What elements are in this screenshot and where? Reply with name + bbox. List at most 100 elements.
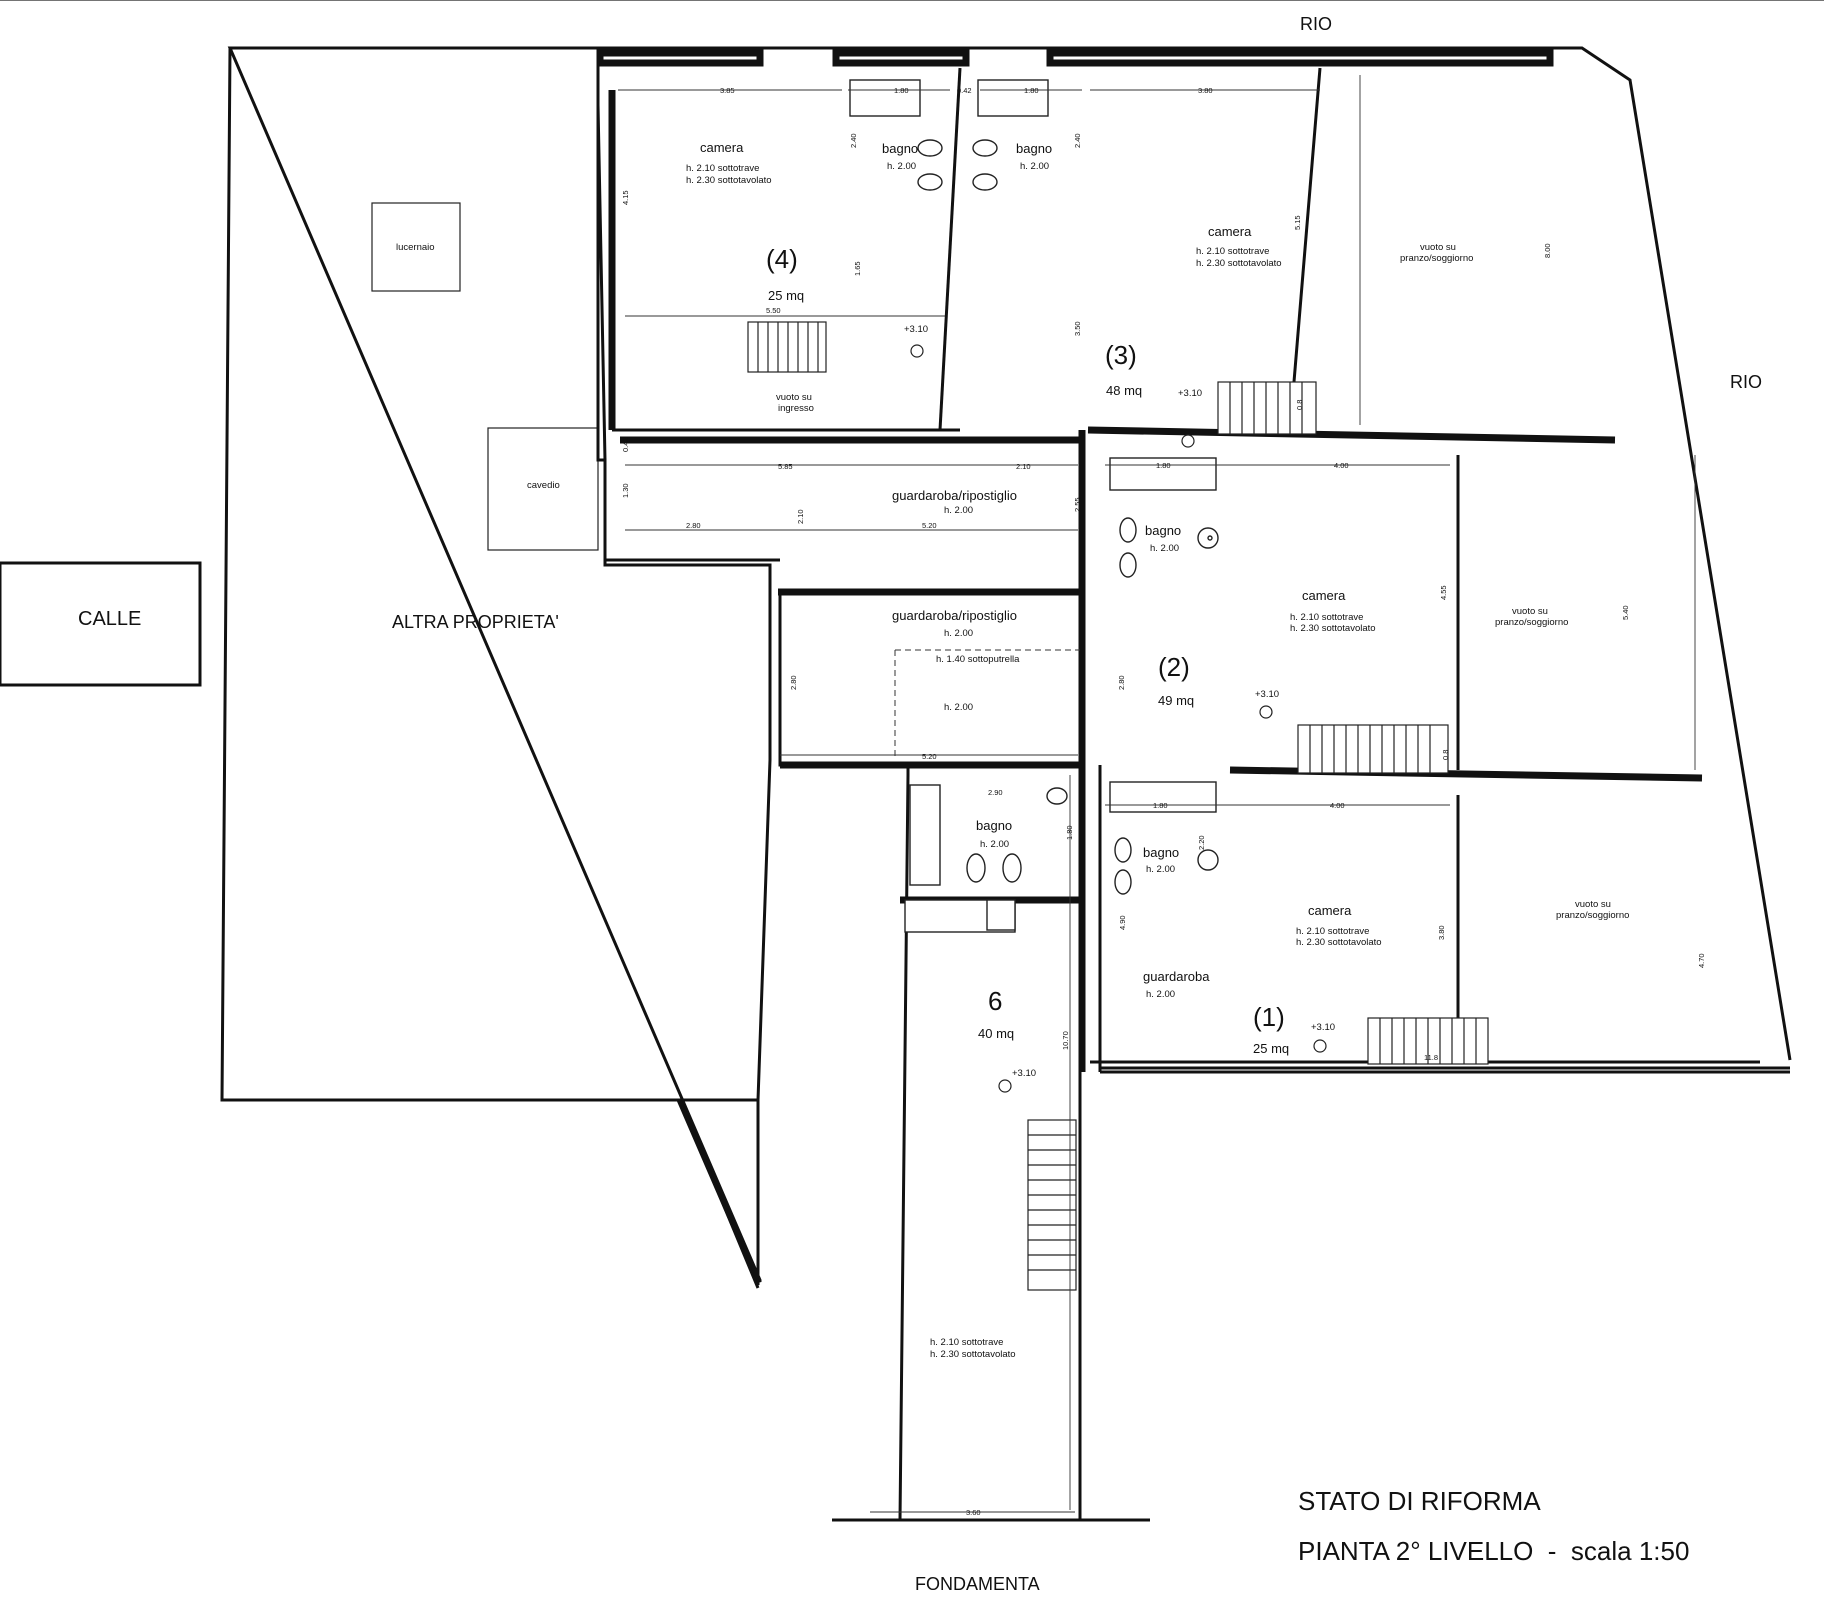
dim-520-b: 5.20 (922, 752, 937, 761)
unit4-ingresso: ingresso (778, 403, 814, 414)
unit4-sottotavolato: h. 2.30 sottotavolato (686, 175, 772, 186)
dim-280-a: 2.80 (686, 521, 701, 530)
unit3-vuoto: vuoto su (1420, 242, 1456, 253)
unit1-pranzo: pranzo/soggiorno (1556, 910, 1629, 921)
unit4-elev: +3.10 (904, 324, 928, 335)
unit1-area: 25 mq (1253, 1041, 1289, 1056)
unit2-bagno-h: h. 2.00 (1150, 543, 1179, 554)
dim-118: 11.8 (1424, 1053, 1438, 1062)
dim-350: 3.50 (1073, 321, 1082, 336)
dim-280-b: 2.80 (789, 675, 798, 690)
unit1-bagno-h: h. 2.00 (1146, 864, 1175, 875)
unit3-number: (3) (1105, 340, 1137, 370)
dim-180-b: 1.80 (1024, 86, 1039, 95)
unit6-bagno-h: h. 2.00 (980, 839, 1009, 850)
unit3-camera: camera (1208, 224, 1252, 239)
unit3-elev: +3.10 (1178, 388, 1202, 399)
dim-360: 3.60 (966, 1508, 981, 1517)
unit1-guardaroba: guardaroba (1143, 969, 1210, 984)
unit4-bagno: bagno (882, 141, 918, 156)
dim-385: 3.85 (720, 86, 735, 95)
dim-180-d: 1.80 (1153, 801, 1168, 810)
unit4-number: (4) (766, 244, 798, 274)
unit-markers (910, 344, 1327, 1093)
unit2-elev: +3.10 (1255, 689, 1279, 700)
unit3-pranzo: pranzo/soggiorno (1400, 253, 1473, 264)
unit3-sottotavolato: h. 2.30 sottotavolato (1196, 258, 1282, 269)
dim-180-e: 1.80 (1065, 825, 1074, 840)
dim-290: 2.90 (988, 788, 1003, 797)
dim-210-a: 2.10 (1016, 462, 1031, 471)
dim-1070: 10.70 (1061, 1031, 1070, 1050)
unit6-number: 6 (988, 986, 1002, 1016)
dim-180-a: 1.80 (894, 86, 909, 95)
altra-proprieta-label: ALTRA PROPRIETA' (392, 612, 559, 632)
unit3-area: 48 mq (1106, 383, 1142, 398)
unit3-bagno: bagno (1016, 141, 1052, 156)
dim-180-c: 1.80 (1156, 461, 1171, 470)
guardaroba-rip-2: guardaroba/ripostiglio (892, 608, 1017, 623)
unit1-guardaroba-h: h. 2.00 (1146, 989, 1175, 1000)
title-line2: PIANTA 2° LIVELLO - scala 1:50 (1298, 1536, 1689, 1566)
unit1-sottotrave: h. 2.10 sottotrave (1296, 926, 1369, 937)
dim-255: 2.55 (1073, 497, 1082, 512)
surroundings (0, 0, 1824, 1289)
guardaroba-rip-2-h: h. 2.00 (944, 628, 973, 639)
dim-130: 1.30 (621, 483, 630, 498)
unit6-bagno: bagno (976, 818, 1012, 833)
unit2-bagno: bagno (1145, 523, 1181, 538)
dim-042-a: 0.42 (957, 86, 972, 95)
building-walls (596, 46, 1792, 1522)
dim-380: 3.80 (1198, 86, 1213, 95)
dim-415: 4.15 (621, 190, 630, 205)
dim-380-b: 3.80 (1437, 925, 1446, 940)
guardaroba-rip-1: guardaroba/ripostiglio (892, 488, 1017, 503)
unit6-area: 40 mq (978, 1026, 1014, 1041)
unit4-sottotrave: h. 2.10 sottotrave (686, 163, 759, 174)
dim-220: 2.20 (1197, 835, 1206, 850)
dim-800: 8.00 (1543, 243, 1552, 258)
unit2-number: (2) (1158, 652, 1190, 682)
dim-240-b: 2.40 (1073, 133, 1082, 148)
rio-top-label: RIO (1300, 14, 1332, 34)
altra-proprieta-boundary (220, 47, 760, 1289)
unit2-vuoto: vuoto su (1512, 606, 1548, 617)
dim-540: 5.40 (1621, 605, 1630, 620)
lucernaio-box (371, 202, 461, 292)
unit1-elev: +3.10 (1311, 1022, 1335, 1033)
dim-490: 4.90 (1118, 915, 1127, 930)
calle-box (0, 561, 202, 687)
unit6-sottotavolato: h. 2.30 sottotavolato (930, 1349, 1016, 1360)
dim-280-c: 2.80 (1117, 675, 1126, 690)
dim-210-b: 2.10 (796, 509, 805, 524)
unit6-elev: +3.10 (1012, 1068, 1036, 1079)
unit4-bagno-h: h. 2.00 (887, 161, 916, 172)
dim-240-a: 2.40 (849, 133, 858, 148)
unit4-vuoto: vuoto su (776, 392, 812, 403)
fixtures (849, 79, 1219, 933)
unit6-sottotrave: h. 2.10 sottotrave (930, 1337, 1003, 1348)
cavedio-label: cavedio (527, 480, 560, 491)
unit1-bagno: bagno (1143, 845, 1179, 860)
unit2-sottotrave: h. 2.10 sottotrave (1290, 612, 1363, 623)
dimension-lines (618, 75, 1696, 1513)
guardaroba-rip-1-h: h. 2.00 (944, 505, 973, 516)
unit3-bagno-h: h. 2.00 (1020, 161, 1049, 172)
unit1-camera: camera (1308, 903, 1352, 918)
dim-080-a: 0.8 (1295, 400, 1304, 410)
unit1-number: (1) (1253, 1002, 1285, 1032)
sottoputrella-note: h. 1.40 sottoputrella (936, 654, 1020, 665)
dim-400-a: 4.00 (1334, 461, 1349, 470)
dim-080-b: 0.8 (1441, 750, 1450, 760)
dim-470: 4.70 (1697, 953, 1706, 968)
unit2-pranzo: pranzo/soggiorno (1495, 617, 1568, 628)
dim-455: 4.55 (1439, 585, 1448, 600)
unit4-area: 25 mq (768, 288, 804, 303)
corridor-h: h. 2.00 (944, 702, 973, 713)
unit2-area: 49 mq (1158, 693, 1194, 708)
dim-520-a: 5.20 (922, 521, 937, 530)
dim-585: 5.85 (778, 462, 793, 471)
fondamenta-label: FONDAMENTA (915, 1574, 1040, 1594)
wall-unit4-top (596, 49, 764, 67)
